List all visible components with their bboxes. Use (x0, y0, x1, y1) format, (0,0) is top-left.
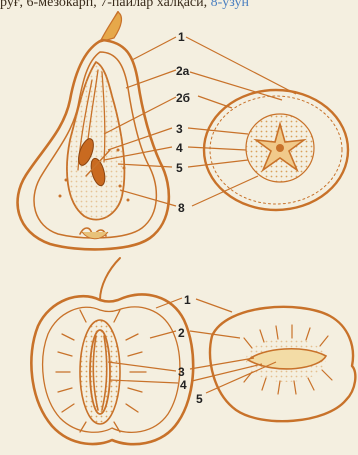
pear-longitudinal-section (18, 12, 169, 249)
label-4: 4 (176, 141, 183, 155)
apple-core (80, 320, 120, 424)
label-5: 5 (176, 161, 183, 175)
apple-longitudinal-section (31, 258, 193, 444)
apple-stem (100, 258, 120, 300)
pear-cross-section (204, 90, 348, 210)
label-3: 3 (176, 122, 183, 136)
label-2: 2 (178, 326, 185, 340)
label-4: 4 (180, 378, 187, 392)
label-8: 8 (178, 201, 185, 215)
label-2a: 2а (176, 64, 190, 78)
label-5: 5 (196, 392, 203, 406)
apple-cross-section (210, 307, 355, 421)
label-2b: 2б (176, 91, 190, 105)
pear-labels: 1 2а 2б 3 4 5 8 (176, 30, 190, 215)
label-1: 1 (184, 293, 191, 307)
label-3: 3 (178, 365, 185, 379)
label-1: 1 (178, 30, 185, 44)
